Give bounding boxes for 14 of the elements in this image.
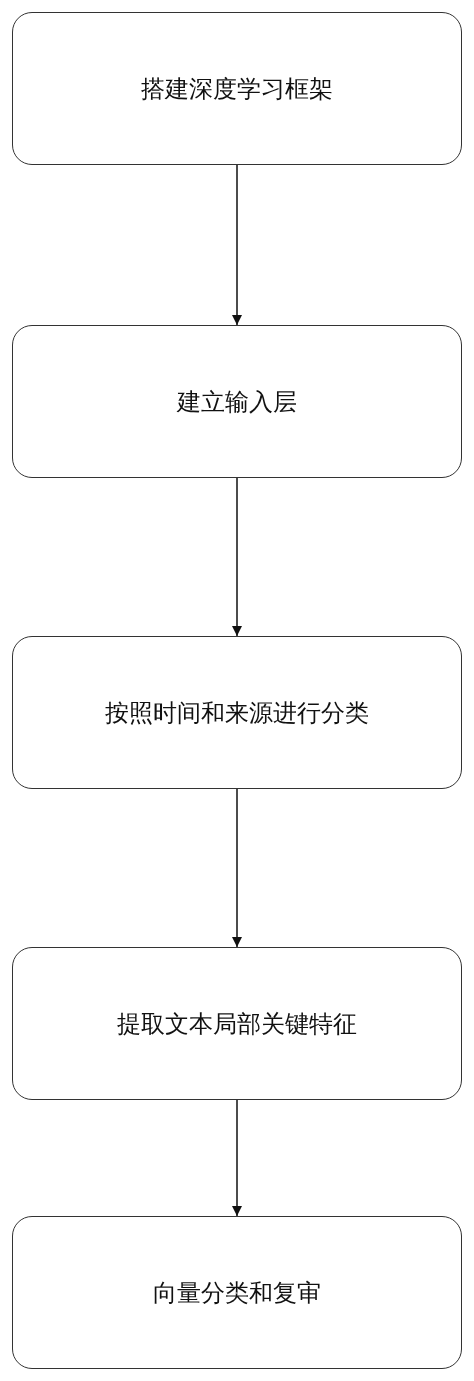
step-text: 提取文本局部关键特征 <box>117 1008 357 1040</box>
process-box <box>12 1216 462 1369</box>
arrow <box>231 788 243 948</box>
step-text: 向量分类和复审 <box>153 1277 321 1309</box>
arrow <box>231 1099 243 1217</box>
step-text: 建立输入层 <box>177 386 297 418</box>
process-box <box>12 12 462 165</box>
step-text: 按照时间和来源进行分类 <box>105 697 369 729</box>
arrow <box>231 164 243 326</box>
process-box <box>12 636 462 789</box>
process-box <box>12 325 462 478</box>
process-box <box>12 947 462 1100</box>
step-text: 搭建深度学习框架 <box>141 73 333 105</box>
arrow <box>231 477 243 637</box>
